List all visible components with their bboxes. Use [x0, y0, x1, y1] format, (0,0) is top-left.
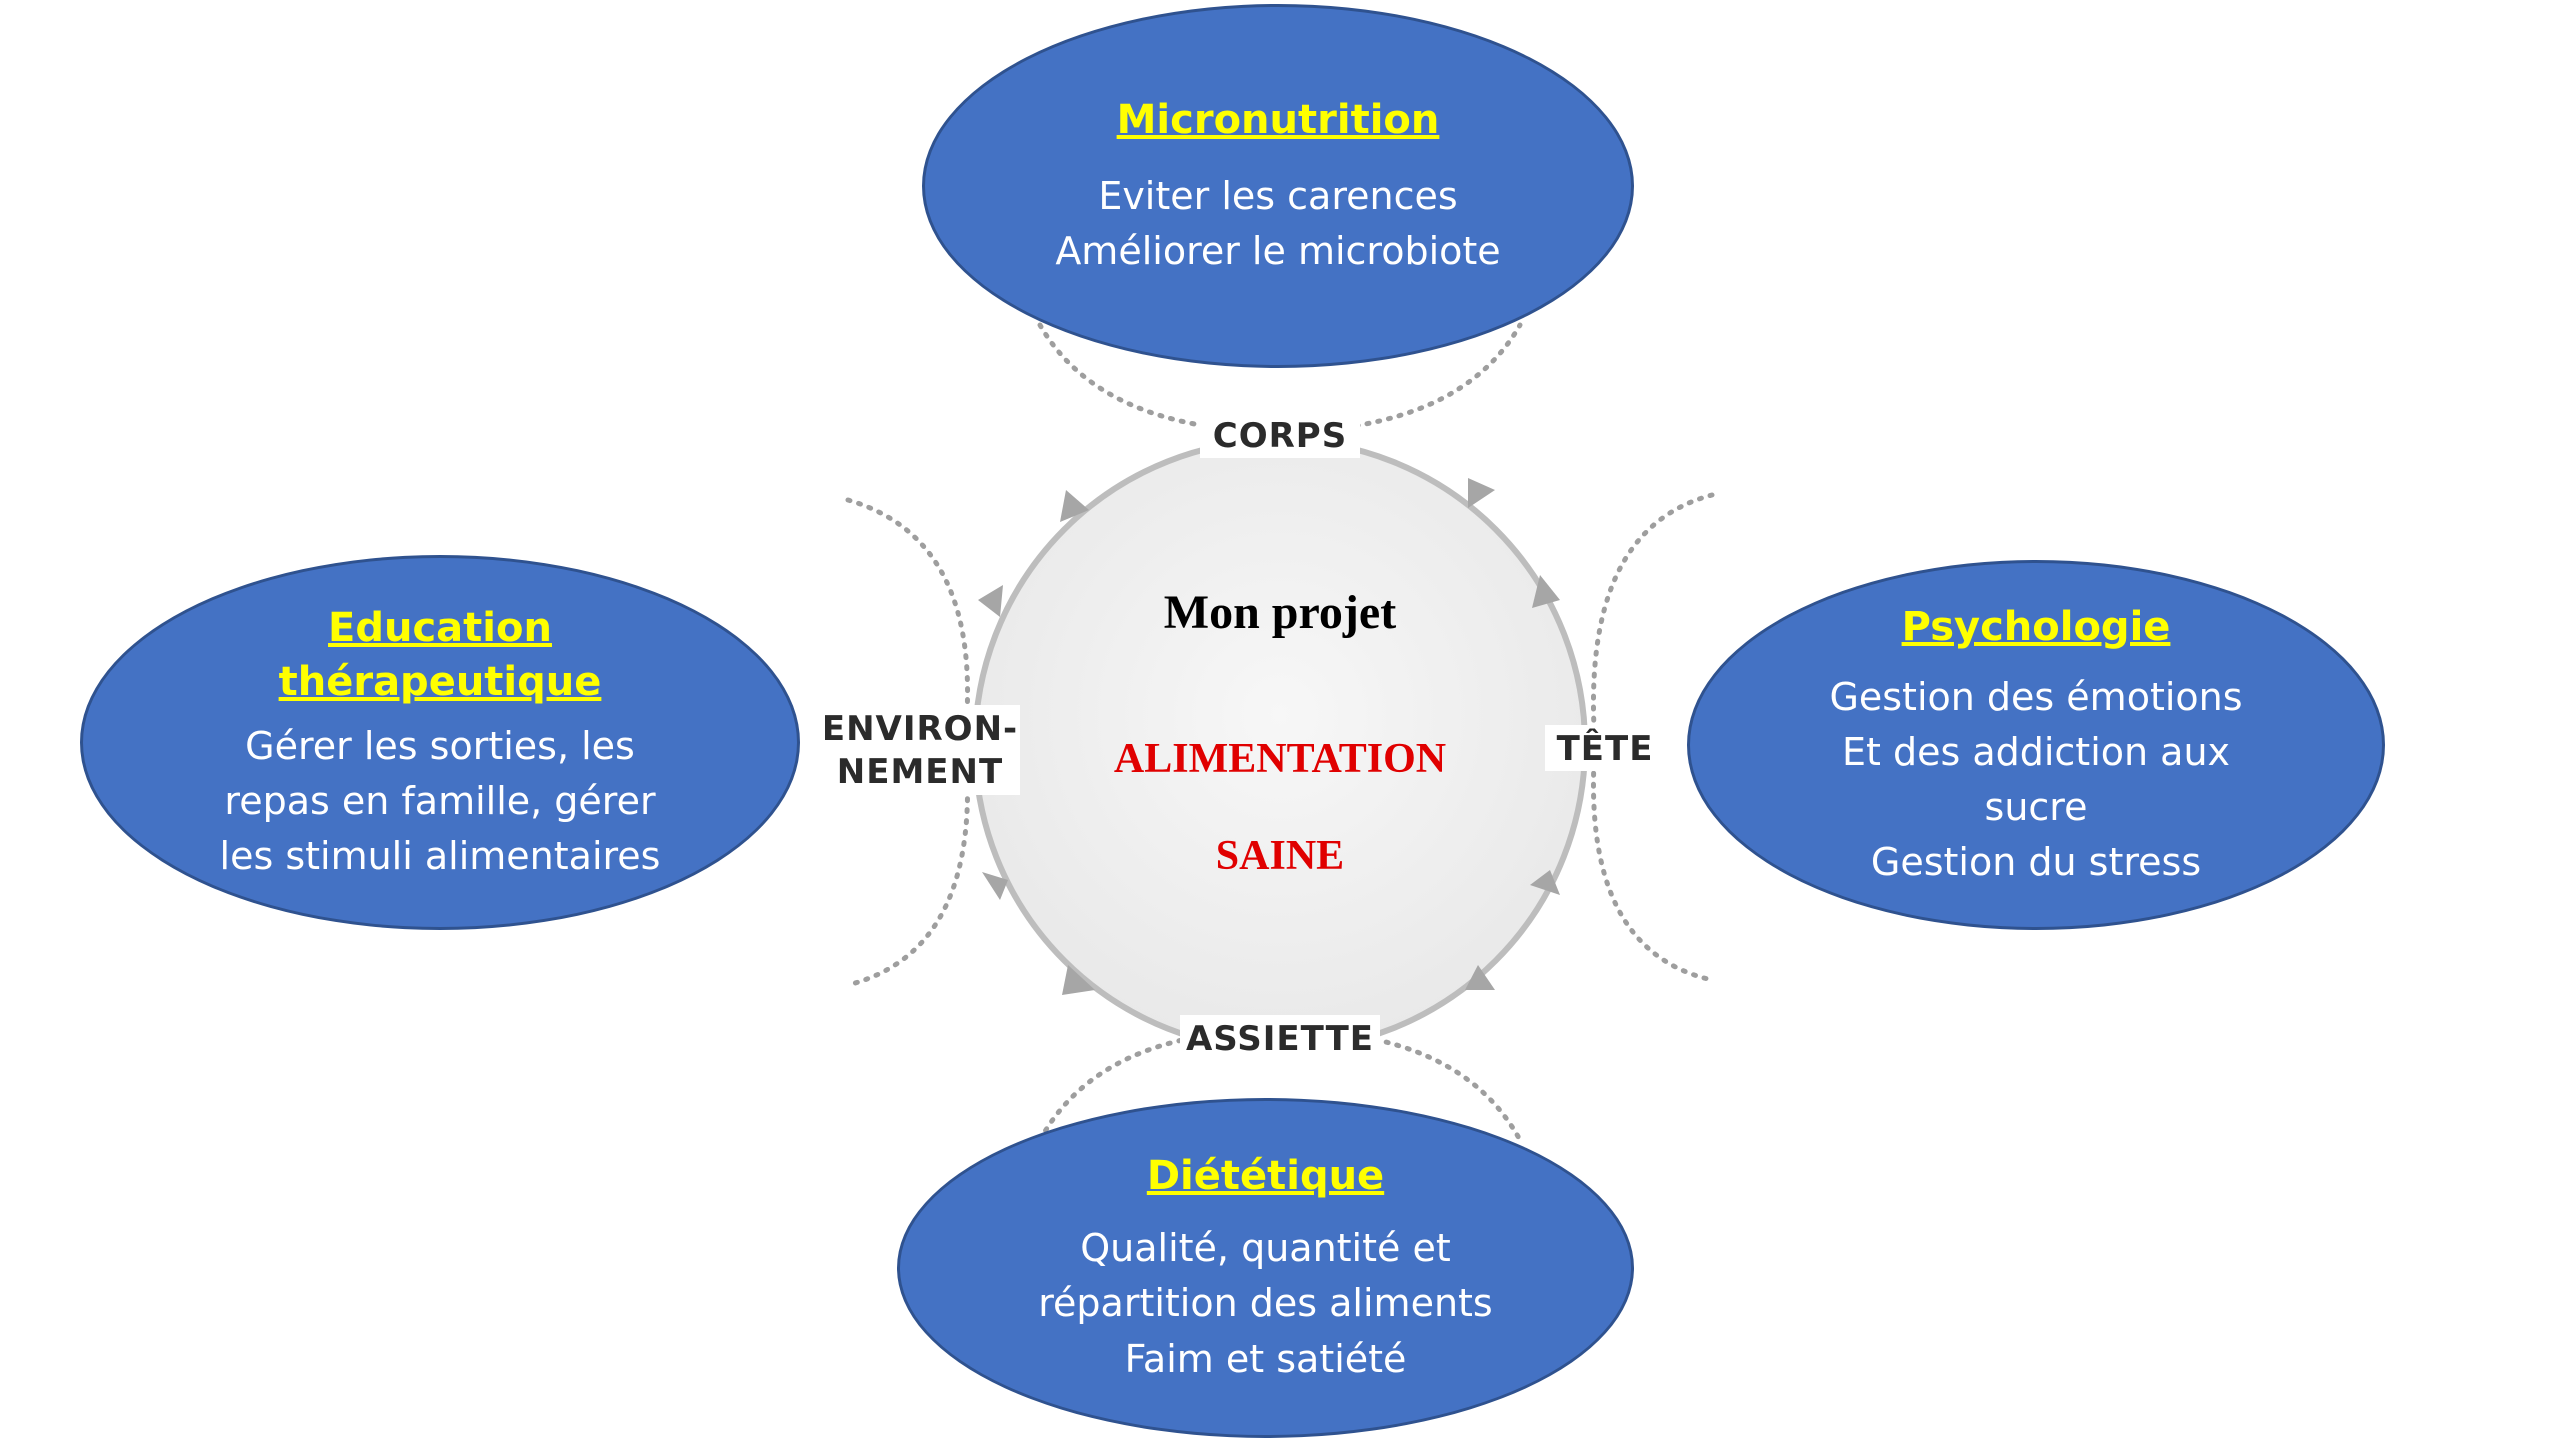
arrow-head [1532, 575, 1560, 608]
ring-label-assiette: ASSIETTE [1185, 1019, 1375, 1059]
center-disc [975, 440, 1585, 1050]
ellipse-dietetique: Diététique Qualité, quantité et répartit… [897, 1098, 1634, 1438]
arrow-head [1060, 490, 1089, 522]
label-backdrop-left [820, 705, 1020, 795]
ring-arrows [978, 478, 1560, 995]
ellipse-line: Faim et satiété [1124, 1336, 1407, 1381]
ellipse-title-education-line1: Education [328, 604, 552, 651]
ellipse-line: Qualité, quantité et [1080, 1226, 1451, 1271]
arrow-head [1530, 870, 1560, 895]
ellipse-micronutrition: Micronutrition Eviter les carences Améli… [922, 4, 1634, 368]
label-backdrop-right [1545, 725, 1665, 771]
arrow-head [1468, 478, 1495, 508]
ellipse-line: Améliorer le microbiote [1055, 229, 1501, 273]
ellipse-line: Gérer les sorties, les [245, 723, 635, 768]
ellipse-title-micronutrition: Micronutrition [1116, 96, 1440, 143]
center-line-saine: SAINE [1215, 833, 1345, 879]
ellipse-title-psychologie: Psychologie [1901, 603, 2171, 650]
ring-label-corps: CORPS [1212, 416, 1348, 456]
ellipse-education-therapeutique: Education thérapeutique Gérer les sortie… [80, 555, 800, 930]
arrow-head [982, 872, 1008, 900]
ellipse-line: Gestion du stress [1870, 840, 2202, 885]
ellipse-line: Et des addiction aux [1841, 729, 2231, 774]
center-line-alimentation: ALIMENTATION [1113, 736, 1447, 782]
ellipse-line: Eviter les carences [1098, 173, 1458, 218]
label-backdrop-bottom [1180, 1015, 1380, 1061]
ellipse-line: sucre [1984, 785, 2088, 829]
ellipse-psychologie: Psychologie Gestion des émotions Et des … [1687, 560, 2385, 930]
ring-label-environnement: ENVIRON- NEMENT [820, 708, 1020, 793]
ellipse-title-dietetique: Diététique [1146, 1153, 1385, 1200]
ring-label-tete: TÊTE [1556, 729, 1654, 769]
ellipse-line: Gestion des émotions [1829, 674, 2243, 719]
connector-arc-right [1590, 492, 1715, 983]
ring-label-environnement-line2: NEMENT [836, 751, 1004, 792]
ellipse-title-education-line2: thérapeutique [278, 658, 602, 705]
ellipse-line: répartition des aliments [1038, 1281, 1493, 1326]
ring-label-environnement-line1: ENVIRON- [821, 709, 1019, 749]
ellipse-line: repas en famille, gérer [224, 778, 656, 823]
ellipse-line: les stimuli alimentaires [219, 834, 661, 879]
center-title: Mon projet [1163, 586, 1397, 639]
arrow-head [1465, 965, 1495, 990]
arrow-head [1062, 965, 1095, 995]
label-backdrop-top [1200, 412, 1360, 458]
arrow-head [978, 585, 1003, 617]
